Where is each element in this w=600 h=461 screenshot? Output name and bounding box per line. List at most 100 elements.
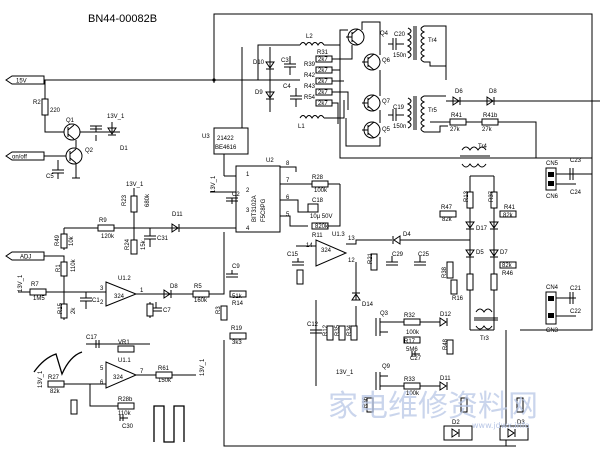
diode-d12	[439, 317, 448, 327]
opamp-u1-3-pin12: 12	[348, 258, 355, 264]
resistor-r1-label: R1	[56, 264, 62, 272]
resistor-r5	[192, 290, 210, 298]
wire-r2-q1	[44, 115, 64, 133]
resistor-r15-value: 2k	[71, 307, 77, 314]
diode-d11-right-label: D11	[440, 376, 451, 382]
resistor-r48	[446, 339, 454, 355]
resistor-r61-value: 150k	[158, 378, 172, 384]
bridge-transistors: Q4 Q6 Q7 Q5	[345, 21, 391, 147]
opamp-u1-2-value: 324	[114, 294, 125, 300]
ic-u3	[213, 127, 249, 155]
resistor-r32	[403, 318, 421, 326]
resistor-r47-value: 82k	[442, 217, 453, 223]
resistor-r24	[130, 239, 138, 255]
opamp-u1-3-ref: U1.3	[332, 232, 345, 238]
svg-text:Tr4: Tr4	[428, 38, 437, 44]
capacitor-c20-label: C20	[394, 32, 406, 38]
capacitor-c19-value: 150n	[393, 124, 406, 130]
resistor-r12	[326, 325, 334, 341]
diode-d14	[351, 292, 361, 301]
resistor-r27-label: R27	[48, 375, 60, 381]
svg-text:Q4: Q4	[380, 31, 389, 37]
resistor-r26	[311, 180, 329, 188]
resistor-r41a	[449, 118, 467, 126]
svg-text:D5: D5	[476, 250, 484, 256]
resistor-r15-label: R15	[58, 302, 64, 314]
transformer-tr4-top: Tr4	[406, 25, 447, 80]
inductor-l2	[299, 42, 325, 46]
svg-text:4: 4	[246, 226, 250, 232]
diagram-title: BN44-00082B	[88, 13, 157, 25]
svg-text:Q9: Q9	[382, 364, 391, 370]
svg-text:CN4: CN4	[546, 285, 559, 291]
resistor-r38	[450, 279, 458, 295]
resistor-r49-value: 10k	[69, 235, 75, 246]
resistor-r35	[338, 325, 346, 341]
resistor-r46-label: R46	[502, 271, 514, 277]
resistor-r2-label: R2	[33, 100, 41, 106]
svg-text:Q6: Q6	[382, 58, 391, 64]
wire-r28b	[89, 384, 118, 407]
diode-d10	[265, 61, 275, 70]
wire-u2-pin8	[280, 166, 297, 172]
capacitor-c3-label: C3	[281, 58, 289, 64]
connector-cn5-cn6: CN5 CN6 C23 C24	[545, 158, 582, 200]
resistor-r5-label: R5	[194, 284, 202, 290]
wire-r5-u2	[209, 232, 225, 295]
resistor-r41b-label: R41b	[483, 113, 498, 119]
svg-text:D3: D3	[517, 420, 525, 426]
resistor-r1-value: 110k	[71, 258, 77, 272]
capacitor-c29	[386, 256, 398, 266]
resistor-r15	[60, 303, 68, 319]
opamp-u1-2-pin3: 3	[100, 286, 104, 292]
resistor-r28b-value: 110k	[118, 411, 132, 417]
opamp-u1-2-pin2: 2	[100, 300, 104, 306]
resistor-r12-label: R12	[323, 324, 329, 336]
diode-d11-left	[171, 223, 180, 233]
resistor-r23-label: R23	[122, 194, 128, 206]
svg-text:C24: C24	[570, 190, 582, 196]
svg-text:2k7: 2k7	[318, 101, 328, 107]
resistor-r49	[60, 233, 68, 249]
port-on-off-label: on/off	[12, 155, 27, 161]
svg-text:2k7: 2k7	[318, 79, 328, 85]
wire-l2-feed	[257, 44, 300, 80]
resistor-r2	[41, 98, 49, 116]
wire-right-return	[520, 173, 593, 331]
resistor-r24-label: R24	[125, 238, 131, 250]
capacitor-c7-label: C7	[163, 308, 171, 314]
svg-text:2k7: 2k7	[318, 68, 328, 74]
resistor-r9-label: R9	[99, 218, 107, 224]
svg-text:CN3: CN3	[546, 328, 559, 334]
resistor-r36	[366, 397, 374, 413]
diode-d11-left-label: D11	[172, 212, 183, 218]
capacitor-q1	[90, 125, 102, 141]
supply-13v-e: 13V_1	[200, 358, 206, 376]
resistor-r49-label: R49	[55, 234, 61, 246]
resistor-r24-value: 15k	[141, 239, 147, 250]
svg-text:C23: C23	[570, 158, 582, 164]
node-15v	[212, 78, 216, 82]
supply-13v-b: 13V_1	[211, 175, 217, 193]
svg-text:CN5: CN5	[546, 161, 559, 167]
capacitor-c9-label: C9	[232, 264, 240, 270]
wire-u2-pin6	[280, 199, 310, 213]
svg-text:Q7: Q7	[382, 99, 391, 105]
diode-d1-label: D1	[120, 146, 128, 152]
capacitor-c25	[414, 256, 426, 266]
diode-d4-label: D4	[403, 232, 411, 238]
resistor-r41c	[499, 210, 517, 218]
svg-text:Tr3: Tr3	[480, 336, 489, 342]
ic-u3-line1: 21422	[217, 136, 234, 142]
capacitor-c5-label: C5	[46, 174, 54, 180]
port-adj-label: ADJ	[20, 255, 31, 261]
capacitor-c5	[52, 160, 64, 179]
wire-u2-pin5	[280, 215, 308, 227]
svg-text:3: 3	[246, 208, 250, 214]
transformer-tr3: Tr3	[474, 308, 498, 342]
supply-13v-d: 13V_1	[18, 274, 24, 292]
opamp-u1-2-pin1: 1	[140, 288, 144, 294]
transistor-q2	[65, 147, 83, 165]
opamp-u1-3-pin13: 13	[348, 236, 355, 242]
